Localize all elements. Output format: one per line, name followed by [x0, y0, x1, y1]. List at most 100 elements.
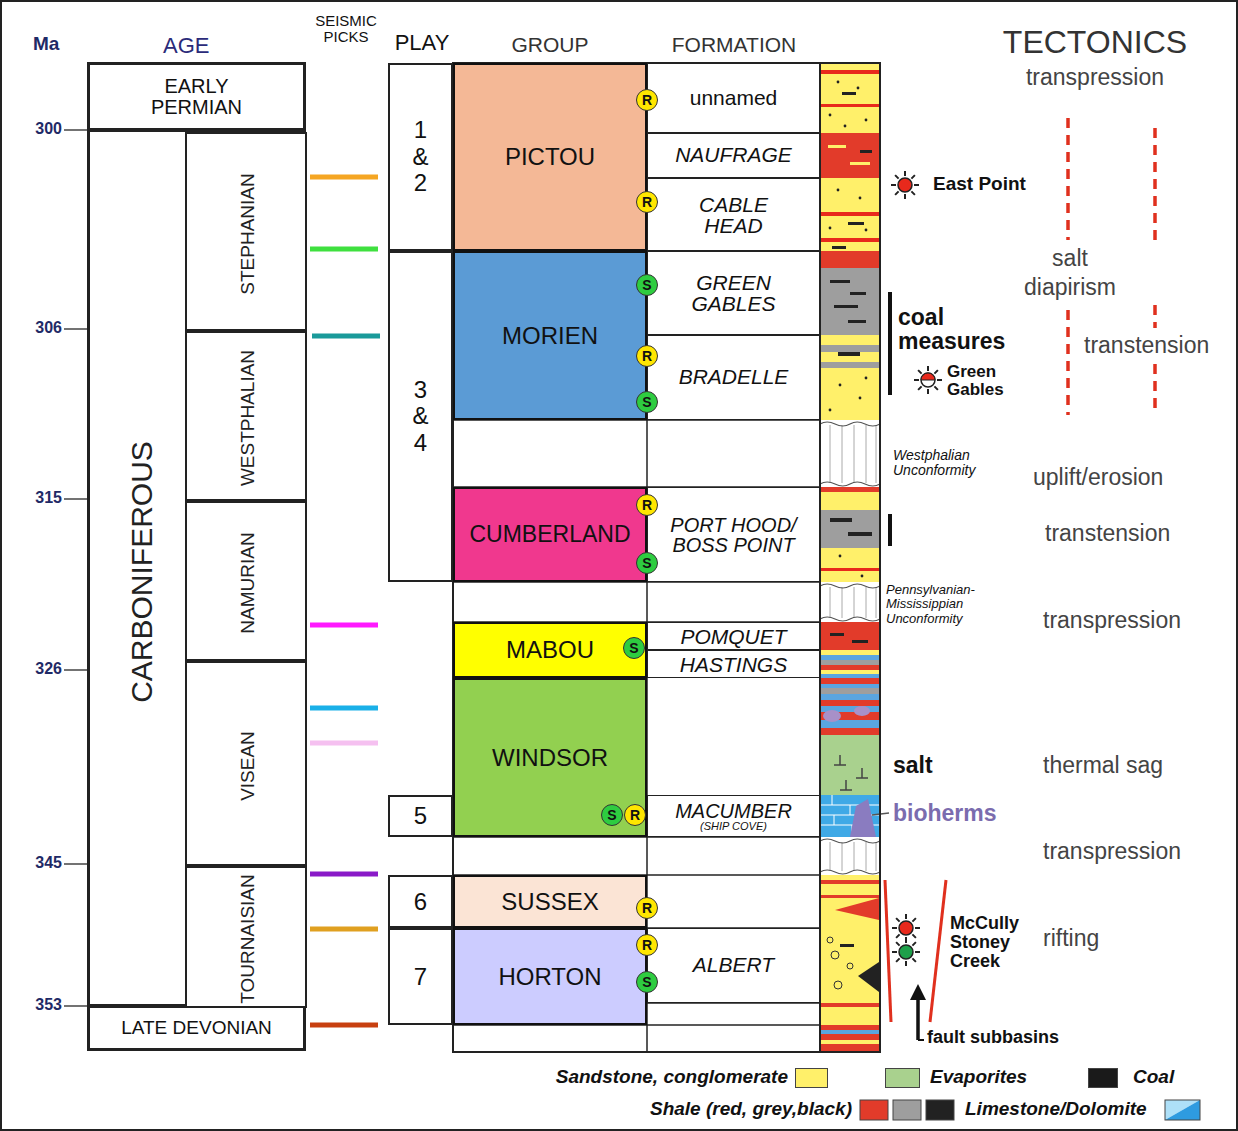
- chart-label: transtension: [1045, 520, 1170, 546]
- formation-name: (SHIP COVE): [700, 821, 767, 832]
- formation-box: NAUFRAGE: [647, 133, 820, 178]
- age-name: LATE DEVONIAN: [121, 1017, 272, 1039]
- chart-label: 353: [10, 996, 62, 1014]
- play-box: 3 & 4: [388, 251, 453, 582]
- formation-box: CABLE HEAD: [647, 178, 820, 251]
- marker-letter: R: [642, 901, 652, 915]
- play-box: 1 & 2: [388, 63, 453, 251]
- group-box: SUSSEX: [453, 875, 647, 928]
- chart-label: Stoney Creek: [950, 933, 1030, 971]
- play-box: 7: [388, 928, 453, 1025]
- group-box: HORTON: [453, 928, 647, 1025]
- group-name: WINDSOR: [492, 744, 608, 772]
- reservoir-source-marker: R: [624, 804, 646, 826]
- group-box: MORIEN: [453, 251, 647, 420]
- period-name: CARBONIFEROUS: [125, 441, 160, 703]
- chart-label: Westphalian Unconformity: [893, 448, 1028, 479]
- chart-label: thermal sag: [1043, 752, 1163, 778]
- formation-name: unnamed: [690, 86, 778, 110]
- group-box: PICTOU: [453, 63, 647, 251]
- formation-name: PORT HOOD/ BOSS POINT: [664, 515, 804, 555]
- chart-label: 315: [10, 489, 62, 507]
- chart-label: transpression: [960, 64, 1230, 90]
- play-number: 6: [414, 888, 427, 916]
- chart-label: McCully: [950, 913, 1019, 934]
- legend-text: Shale (red, grey,black): [510, 1098, 852, 1121]
- formation-box: unnamed: [647, 63, 820, 133]
- chart-label: salt diapirism: [1008, 244, 1132, 302]
- chart-label: transtension: [1084, 332, 1209, 358]
- play-box: 5: [388, 795, 453, 837]
- formation-box: GREEN GABLES: [647, 251, 820, 335]
- legend-swatch: [885, 1068, 920, 1088]
- chart-label: uplift/erosion: [1033, 464, 1163, 490]
- formation-name: MACUMBER: [675, 801, 792, 821]
- group-box: MABOU: [453, 622, 647, 678]
- stage-name: WESTPHALIAN: [237, 350, 259, 486]
- formation-box: ALBERT: [647, 928, 820, 1003]
- reservoir-source-marker: R: [636, 89, 658, 111]
- stage-box: NAMURIAN: [185, 501, 307, 661]
- formation-name: NAUFRAGE: [675, 143, 792, 167]
- play-number: 7: [414, 963, 427, 991]
- formation-name: GREEN GABLES: [679, 272, 789, 314]
- formation-name: ALBERT: [693, 953, 774, 977]
- group-name: PICTOU: [505, 143, 595, 171]
- chart-label: East Point: [933, 173, 1026, 195]
- age-name: EARLY PERMIAN: [122, 76, 272, 118]
- reservoir-source-marker: R: [636, 897, 658, 919]
- play-number: 5: [414, 802, 427, 830]
- marker-letter: R: [642, 498, 652, 512]
- chart-label: rifting: [1043, 925, 1099, 951]
- age-box: LATE DEVONIAN: [88, 1006, 305, 1050]
- formation-name: HASTINGS: [680, 654, 787, 675]
- stage-name: TOURNAISIAN: [237, 874, 259, 1004]
- stage-box: TOURNAISIAN: [185, 866, 307, 1008]
- chart-label: Pennsylvanian-Mississippian Unconformity: [886, 583, 1004, 626]
- stage-name: VISEAN: [237, 731, 259, 801]
- group-name: CUMBERLAND: [469, 521, 630, 547]
- group-name: MABOU: [506, 636, 594, 664]
- marker-letter: R: [642, 938, 652, 952]
- chart-label: TECTONICS: [960, 24, 1230, 61]
- chart-label: AGE: [163, 33, 209, 58]
- reservoir-source-marker: S: [601, 804, 623, 826]
- marker-letter: R: [642, 93, 652, 107]
- marker-letter: S: [642, 395, 651, 409]
- chart-label: transpression: [1043, 838, 1181, 864]
- group-name: MORIEN: [502, 322, 598, 350]
- formation-box: POMQUET: [647, 622, 820, 650]
- legend-swatch: [795, 1068, 828, 1088]
- chart-label: transpression: [1043, 607, 1181, 633]
- period-box: CARBONIFEROUSSTEPHANIANWESTPHALIANNAMURI…: [88, 130, 305, 1006]
- chart-label: Ma: [33, 33, 59, 55]
- legend-text: Evaporites: [930, 1066, 1027, 1089]
- chart-label: FORMATION: [648, 33, 820, 57]
- marker-letter: S: [642, 975, 651, 989]
- chart-label: Green Gables: [947, 363, 1027, 399]
- reservoir-source-marker: S: [636, 391, 658, 413]
- legend-text: Coal: [1133, 1066, 1174, 1089]
- legend-text: Sandstone, conglomerate: [470, 1066, 788, 1089]
- marker-letter: S: [642, 556, 651, 570]
- group-name: SUSSEX: [501, 888, 598, 916]
- chart-label: GROUP: [455, 33, 645, 57]
- formation-box: PORT HOOD/ BOSS POINT: [647, 487, 820, 582]
- chart-label: PLAY: [389, 30, 455, 55]
- reservoir-source-marker: S: [636, 274, 658, 296]
- marker-letter: R: [642, 195, 652, 209]
- formation-name: BRADELLE: [679, 365, 789, 389]
- chart-label: 300: [10, 120, 62, 138]
- marker-letter: S: [642, 278, 651, 292]
- marker-letter: S: [629, 641, 638, 655]
- reservoir-source-marker: S: [623, 637, 645, 659]
- reservoir-source-marker: R: [636, 191, 658, 213]
- chart-label: coal measures: [898, 305, 1038, 353]
- age-box: EARLY PERMIAN: [88, 63, 305, 130]
- formation-box: HASTINGS: [647, 650, 820, 678]
- play-number: 3 & 4: [407, 377, 435, 456]
- chart-label: 306: [10, 319, 62, 337]
- group-name: HORTON: [498, 963, 601, 991]
- stage-name: NAMURIAN: [237, 532, 259, 633]
